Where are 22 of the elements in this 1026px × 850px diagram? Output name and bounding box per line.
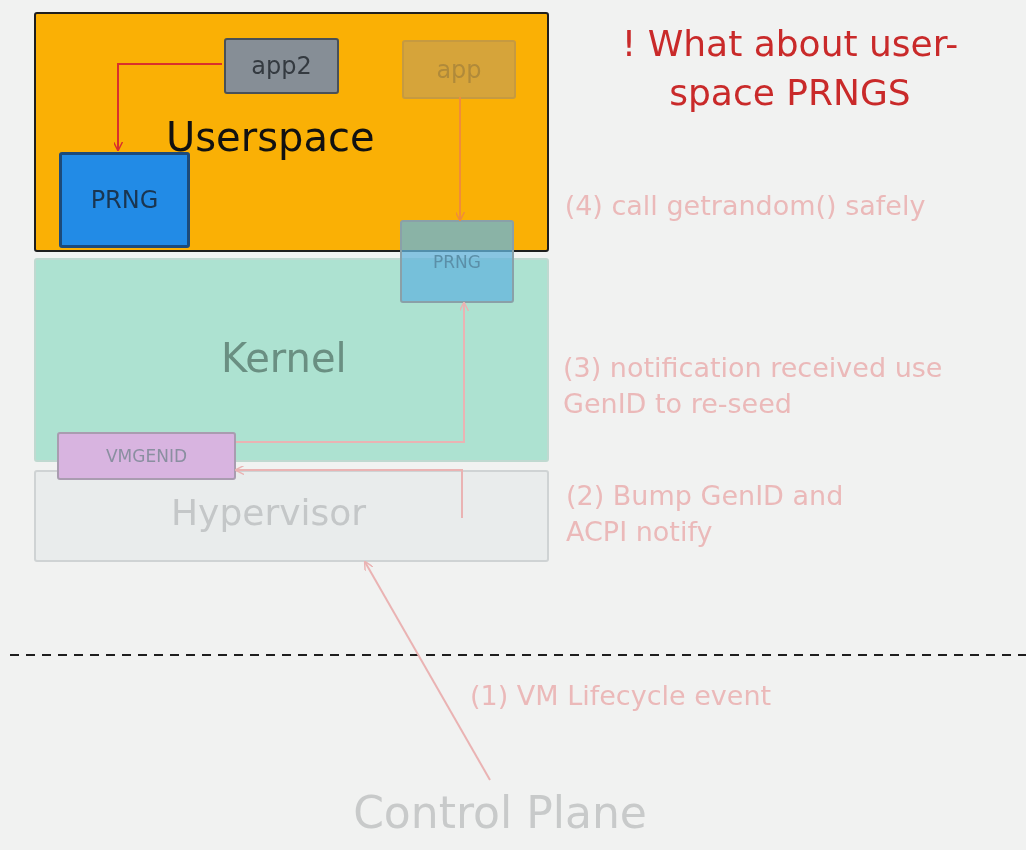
arrow bbox=[454, 96, 466, 222]
box-label: app2 bbox=[250, 52, 313, 80]
step-note: (2) Bump GenID and ACPI notify bbox=[566, 479, 845, 550]
step-note: (3) notification received use GenID to re-seed bbox=[563, 351, 944, 422]
step-note: (1) VM Lifecycle event bbox=[470, 679, 773, 713]
step-note: (4) call getrandom() safely bbox=[563, 189, 927, 223]
arrow bbox=[112, 63, 223, 152]
layer-band bbox=[34, 12, 549, 252]
arrow bbox=[235, 301, 470, 443]
component-box bbox=[402, 40, 516, 99]
component-box bbox=[400, 220, 514, 303]
component-box bbox=[224, 38, 339, 94]
box-label: PRNG bbox=[89, 186, 160, 214]
layer-band bbox=[34, 470, 549, 562]
arrow bbox=[234, 464, 463, 519]
arrow bbox=[363, 560, 491, 781]
box-label: Userspace bbox=[166, 114, 375, 160]
box-label: PRNG bbox=[432, 251, 482, 272]
box-label: Kernel bbox=[221, 335, 347, 381]
box-label: VMGENID bbox=[104, 446, 188, 466]
component-box bbox=[57, 432, 236, 480]
question-note: ! What about user-space PRNGS bbox=[620, 22, 960, 115]
